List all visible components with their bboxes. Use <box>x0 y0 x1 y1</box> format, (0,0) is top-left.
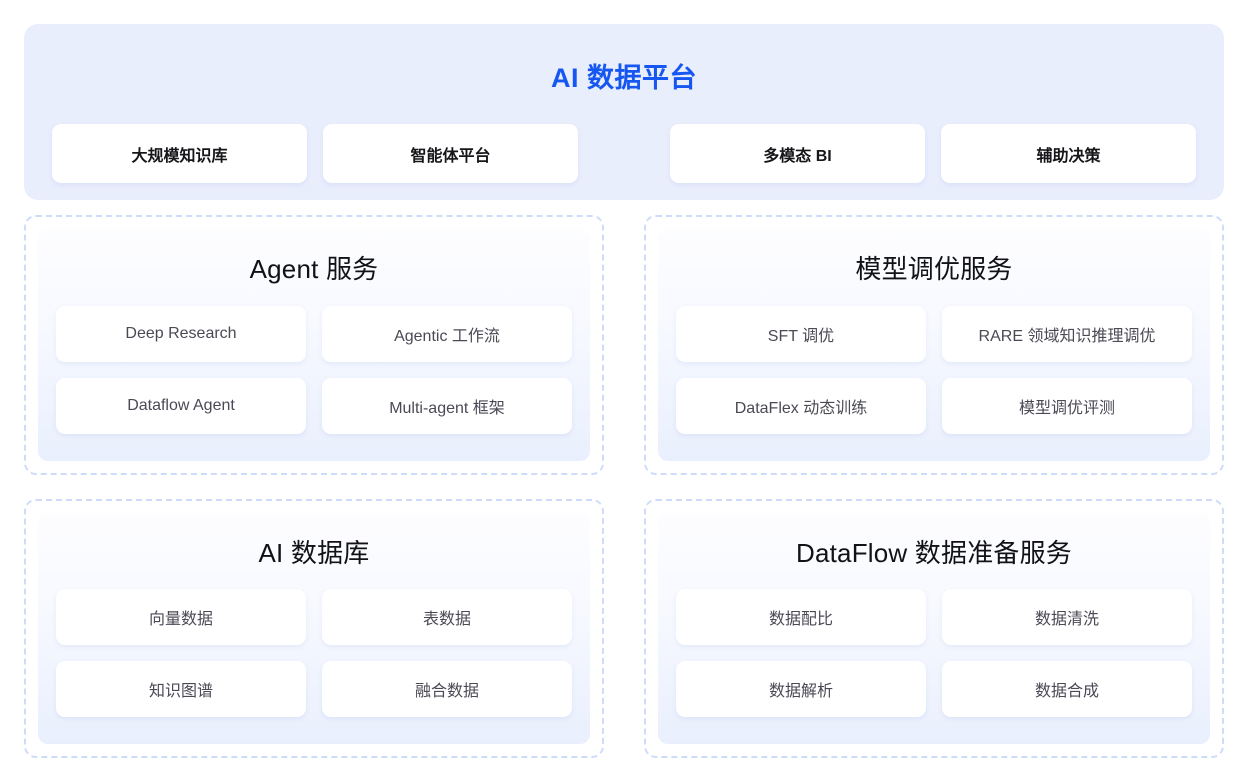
panel-title-agent-service: Agent 服务 <box>249 254 379 284</box>
panel-title-ai-database: AI 数据库 <box>258 537 370 568</box>
item-card-vector-data[interactable]: 向量数据 <box>56 589 306 646</box>
item-card-model-tuning-evaluation[interactable]: 模型调优评测 <box>942 377 1192 434</box>
panel-title-model-tuning-service: 模型调优服务 <box>855 254 1013 284</box>
platform-band: AI 数据平台 大规模知识库 智能体平台 多模态 BI 辅助决策 <box>24 24 1224 200</box>
platform-title: AI 数据平台 <box>550 63 697 93</box>
panel-dataflow-data-prep-service: DataFlow 数据准备服务 数据配比 数据清洗 数据解析 数据合成 <box>644 498 1224 758</box>
panel-inner-dataflow-data-prep-service: DataFlow 数据准备服务 数据配比 数据清洗 数据解析 数据合成 <box>658 512 1210 744</box>
item-card-deep-research[interactable]: Deep Research <box>56 305 306 362</box>
panel-model-tuning-service: 模型调优服务 SFT 调优 RARE 领域知识推理调优 DataFlex 动态训… <box>644 215 1224 475</box>
panel-agent-service: Agent 服务 Deep Research Agentic 工作流 Dataf… <box>24 215 604 475</box>
item-card-data-parsing[interactable]: 数据解析 <box>676 661 926 718</box>
platform-group-right: 多模态 BI 辅助决策 <box>670 124 1196 183</box>
panel-cards-model-tuning-service: SFT 调优 RARE 领域知识推理调优 DataFlex 动态训练 模型调优评… <box>676 305 1192 434</box>
panel-inner-model-tuning-service: 模型调优服务 SFT 调优 RARE 领域知识推理调优 DataFlex 动态训… <box>658 229 1210 461</box>
item-card-dataflex-dynamic-training[interactable]: DataFlex 动态训练 <box>676 377 926 434</box>
panel-inner-ai-database: AI 数据库 向量数据 表数据 知识图谱 融合数据 <box>38 512 590 744</box>
item-card-dataflow-agent[interactable]: Dataflow Agent <box>56 377 306 434</box>
platform-group-left: 大规模知识库 智能体平台 <box>52 124 578 183</box>
platform-card-decision-support[interactable]: 辅助决策 <box>941 124 1196 183</box>
service-panel-grid: Agent 服务 Deep Research Agentic 工作流 Dataf… <box>24 215 1224 758</box>
item-card-knowledge-graph[interactable]: 知识图谱 <box>56 661 306 718</box>
panel-cards-agent-service: Deep Research Agentic 工作流 Dataflow Agent… <box>56 305 572 434</box>
item-card-multi-agent-framework[interactable]: Multi-agent 框架 <box>322 377 572 434</box>
panel-cards-dataflow-data-prep-service: 数据配比 数据清洗 数据解析 数据合成 <box>676 589 1192 718</box>
item-card-data-synthesis[interactable]: 数据合成 <box>942 661 1192 718</box>
item-card-data-cleaning[interactable]: 数据清洗 <box>942 589 1192 646</box>
platform-card-row: 大规模知识库 智能体平台 多模态 BI 辅助决策 <box>52 124 1196 183</box>
item-card-rare-domain-knowledge-reasoning-tuning[interactable]: RARE 领域知识推理调优 <box>942 305 1192 362</box>
panel-inner-agent-service: Agent 服务 Deep Research Agentic 工作流 Dataf… <box>38 229 590 461</box>
item-card-table-data[interactable]: 表数据 <box>322 589 572 646</box>
panel-cards-ai-database: 向量数据 表数据 知识图谱 融合数据 <box>56 589 572 718</box>
item-card-data-ratio[interactable]: 数据配比 <box>676 589 926 646</box>
panel-ai-database: AI 数据库 向量数据 表数据 知识图谱 融合数据 <box>24 498 604 758</box>
item-card-sft-tuning[interactable]: SFT 调优 <box>676 305 926 362</box>
panel-title-dataflow-data-prep-service: DataFlow 数据准备服务 <box>795 537 1073 568</box>
item-card-fused-data[interactable]: 融合数据 <box>322 661 572 718</box>
platform-card-multimodal-bi[interactable]: 多模态 BI <box>670 124 925 183</box>
platform-card-large-knowledge-base[interactable]: 大规模知识库 <box>52 124 307 183</box>
item-card-agentic-workflow[interactable]: Agentic 工作流 <box>322 305 572 362</box>
platform-card-agent-platform[interactable]: 智能体平台 <box>323 124 578 183</box>
